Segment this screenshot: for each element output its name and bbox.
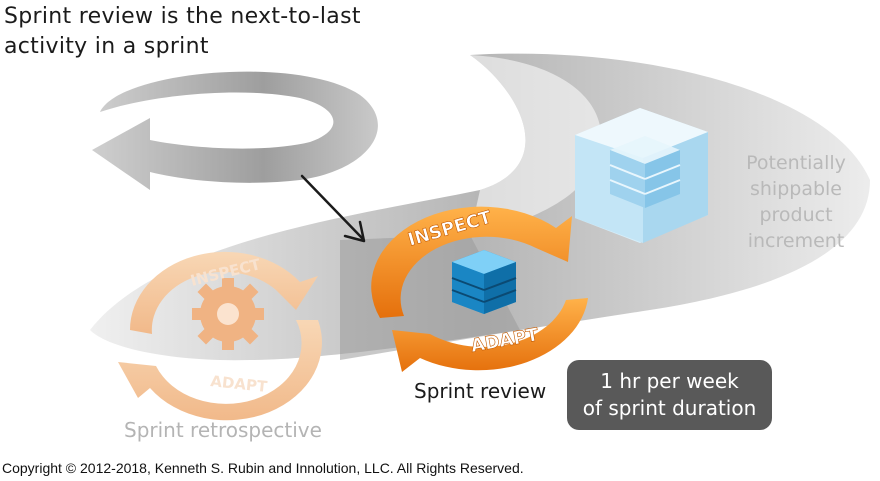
duration-line-1: 1 hr per week: [600, 369, 739, 393]
increment-label-line-2: shippable product: [749, 178, 842, 226]
headline-line-2: activity in a sprint: [4, 34, 209, 59]
duration-line-2: of sprint duration: [582, 396, 757, 420]
retrospective-cycle: INSPECT ADAPT: [118, 251, 322, 421]
increment-cube-icon: [575, 108, 708, 243]
headline: Sprint review is the next-to-last activi…: [4, 2, 361, 62]
copyright-notice: Copyright © 2012-2018, Kenneth S. Rubin …: [2, 460, 524, 476]
pointer-arrow: [300, 174, 366, 243]
sprint-review-label: Sprint review: [414, 379, 547, 403]
retro-adapt-text: ADAPT: [210, 372, 269, 396]
review-cycle: INSPECT ADAPT: [371, 206, 588, 372]
loop-arrow: [92, 71, 378, 190]
gear-icon: [192, 278, 264, 350]
increment-label-line-3: increment: [747, 230, 845, 252]
sprint-retrospective-label: Sprint retrospective: [124, 418, 322, 442]
headline-line-1: Sprint review is the next-to-last: [4, 4, 361, 29]
review-cube-icon: [451, 250, 517, 314]
increment-label-line-1: Potentially: [746, 152, 846, 174]
increment-label: Potentially shippable product increment: [712, 150, 880, 254]
duration-badge: 1 hr per week of sprint duration: [567, 360, 772, 430]
